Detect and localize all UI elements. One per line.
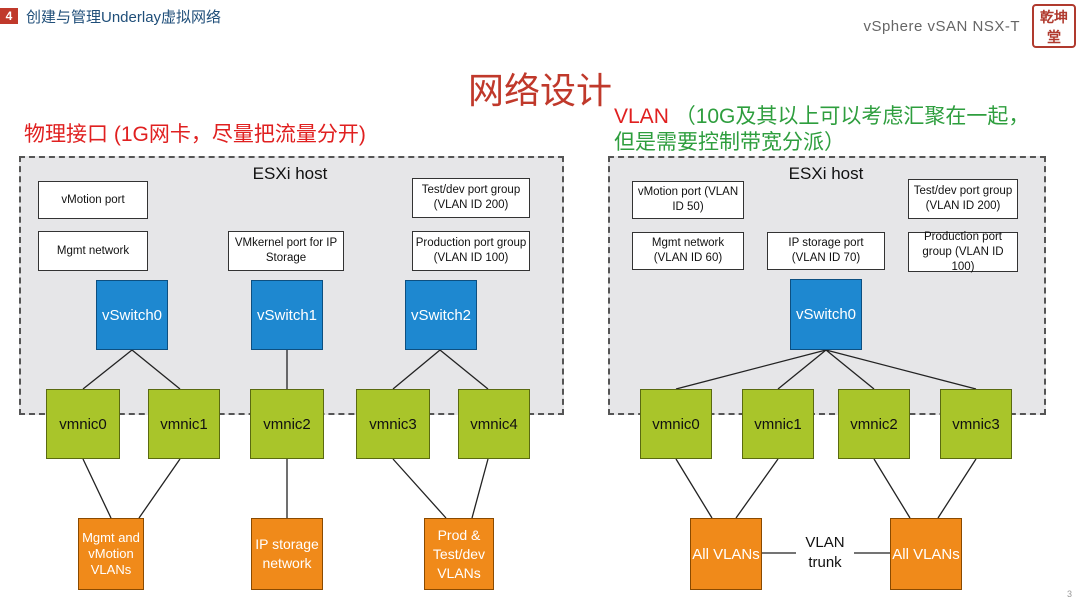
vmnic3: vmnic3 [940, 389, 1012, 459]
left-host-label: ESXi host [252, 164, 328, 183]
production-portgroup-box: Production port group (VLAN ID 100) [412, 231, 530, 271]
vlan-all-right: All VLANs [890, 518, 962, 590]
vmnic1: vmnic1 [148, 389, 220, 459]
right-subtitle-line2: 但是需要控制带宽分派） [614, 131, 845, 154]
vswitch0: vSwitch0 [96, 280, 168, 350]
mgmt-network-box: Mgmt network (VLAN ID 60) [632, 232, 744, 270]
vmotion-port-box: vMotion port [38, 181, 148, 219]
vmnic0: vmnic0 [46, 389, 120, 459]
vlan-all-left: All VLANs [690, 518, 762, 590]
ip-storage-port-box: IP storage port (VLAN ID 70) [767, 232, 885, 270]
main-title: 网络设计 [467, 70, 612, 111]
right-subtitle-line1: （10G及其以上可以考虑汇聚在一起， [674, 105, 1030, 128]
testdev-portgroup-box: Test/dev port group (VLAN ID 200) [908, 179, 1018, 219]
right-host-label: ESXi host [788, 164, 864, 183]
vlan-prod-testdev: Prod & Test/dev VLANs [424, 518, 494, 590]
vlan-ip-storage: IP storage network [251, 518, 323, 590]
vmnic3: vmnic3 [356, 389, 430, 459]
section-title: 创建与管理Underlay虚拟网络 [26, 9, 222, 26]
vswitch1: vSwitch1 [251, 280, 323, 350]
vmnic1: vmnic1 [742, 389, 814, 459]
left-subtitle: 物理接口 (1G网卡，尽量把流量分开) [24, 123, 366, 146]
right-subtitle: VLAN （10G及其以上可以考虑汇聚在一起， 但是需要控制带宽分派） [614, 104, 1029, 156]
right-subtitle-prefix: VLAN [614, 105, 669, 128]
vlan-mgmt-vmotion: Mgmt and vMotion VLANs [78, 518, 144, 590]
vmnic2: vmnic2 [250, 389, 324, 459]
vmnic2: vmnic2 [838, 389, 910, 459]
vmkernel-port-box: VMkernel port for IP Storage [228, 231, 344, 271]
mgmt-network-box: Mgmt network [38, 231, 148, 271]
testdev-portgroup-box: Test/dev port group (VLAN ID 200) [412, 178, 530, 218]
vmnic0: vmnic0 [640, 389, 712, 459]
page-number: 3 [1066, 589, 1072, 599]
vswitch0: vSwitch0 [790, 279, 862, 350]
vmnic4: vmnic4 [458, 389, 530, 459]
vswitch2: vSwitch2 [405, 280, 477, 350]
seal-logo: 乾坤堂 [1032, 4, 1076, 48]
slide-number-badge: 4 [0, 8, 18, 24]
vmotion-port-box: vMotion port (VLAN ID 50) [632, 181, 744, 219]
production-portgroup-box: Production port group (VLAN ID 100) [908, 231, 1018, 273]
header-product-text: vSphere vSAN NSX-T [863, 18, 1020, 35]
vlan-trunk-label: VLAN trunk [796, 533, 854, 573]
